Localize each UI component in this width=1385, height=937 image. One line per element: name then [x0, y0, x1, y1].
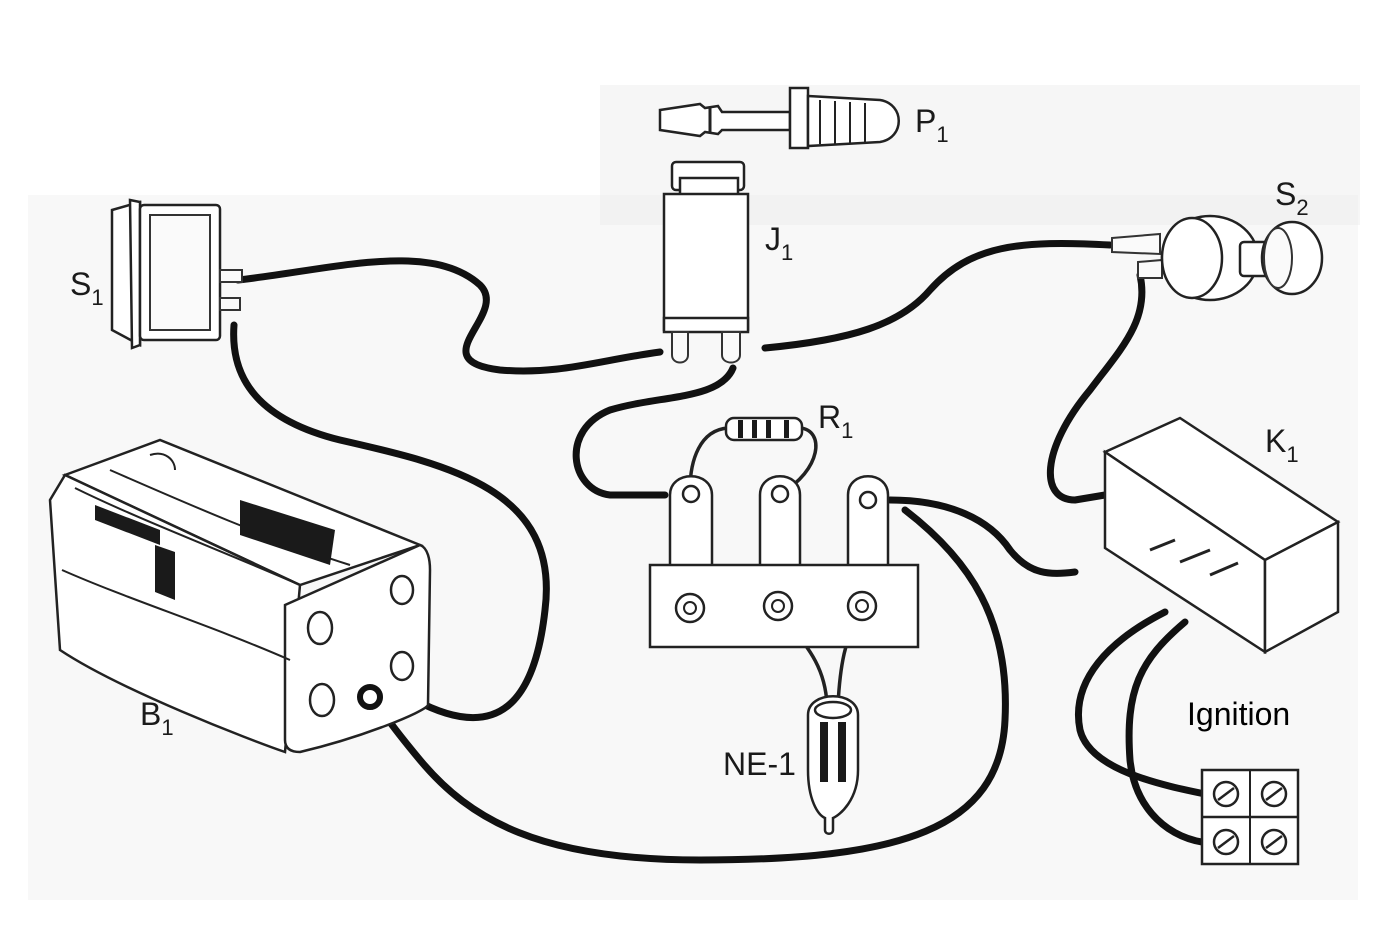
- wire-s1-j1: [234, 257, 664, 375]
- label-p1: P1: [915, 103, 949, 147]
- switch-s2: [1111, 214, 1324, 302]
- label-ignition: Ignition: [1187, 696, 1290, 732]
- label-ne1: NE-1: [723, 746, 796, 782]
- wires: [230, 239, 1214, 864]
- tag-strip-rivet-3: [846, 590, 878, 622]
- label-j1: J1: [765, 221, 793, 265]
- label-r1: R1: [818, 399, 853, 443]
- component-labels: P1 J1 S1 S2 R1 K1 B1 NE-1 Ignition: [70, 103, 1309, 782]
- label-b1: B1: [140, 696, 174, 740]
- screw-terminal-1: [1212, 780, 1240, 808]
- switch-s1: [110, 198, 243, 350]
- wire-s1-b1: [230, 321, 550, 722]
- screw-terminal-4: [1260, 828, 1288, 856]
- label-s2: S2: [1275, 176, 1309, 220]
- tag-strip-rivet-1: [674, 592, 706, 624]
- wire-j1-tagstrip: [572, 364, 737, 499]
- wire-k1-ignition-a: [1075, 608, 1214, 799]
- battery-holder-b1: [48, 438, 432, 754]
- relay-k1: [1102, 416, 1341, 655]
- screw-terminal-3: [1212, 828, 1240, 856]
- wire-tagstrip-k1: [886, 496, 1079, 577]
- tag-strip-rivet-2: [762, 590, 794, 622]
- ignition-terminal-block: [1200, 768, 1300, 866]
- label-k1: K1: [1265, 423, 1299, 467]
- wire-s2-k1: [1046, 271, 1146, 504]
- neon-lamp-ne1: [806, 695, 860, 835]
- plug-p1: [658, 86, 900, 150]
- jack-j1: [662, 160, 750, 364]
- tag-strip: [648, 475, 920, 649]
- wire-k1-ignition-b: [1125, 618, 1214, 847]
- screw-terminal-2: [1260, 780, 1288, 808]
- resistor-r1: [724, 416, 804, 442]
- wire-tagstrip-b1: [368, 506, 1009, 864]
- label-s1: S1: [70, 266, 104, 310]
- wire-j1-s2: [761, 239, 1114, 352]
